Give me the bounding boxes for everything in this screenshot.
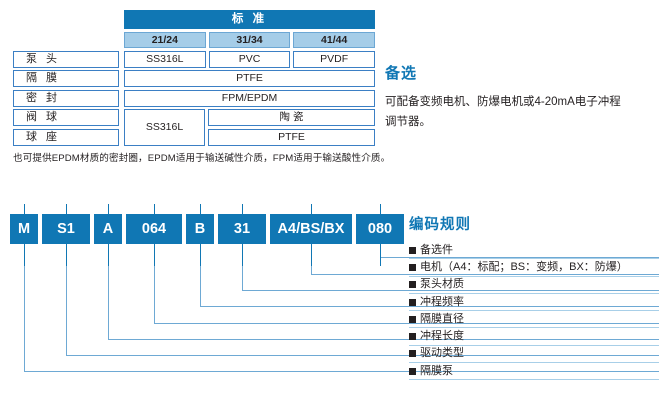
code-box-2: A — [94, 214, 122, 244]
square-bullet-icon — [409, 246, 416, 254]
spec-cell-2-0: FPM/EPDM — [124, 89, 375, 107]
spec-row-label-2: 密 封 — [13, 89, 119, 107]
spec-cell-0-0: SS316L — [124, 50, 206, 68]
coding-rule-item-7: 隔膜泵 — [409, 363, 659, 381]
spec-table-note: 也可提供EPDM材质的密封圈，EPDM适用于输送碱性介质，FPM适用于输送酸性介… — [13, 153, 391, 164]
coding-rule-label: 隔膜直径 — [420, 312, 464, 325]
coding-rule-label: 驱动类型 — [420, 347, 464, 360]
specification-table: 标 准 21/24 31/34 41/44 泵 头 SS316L PVC PVD… — [13, 10, 376, 148]
code-box-7: 080 — [356, 214, 404, 244]
code-box-3: 064 — [126, 214, 182, 244]
coding-rules-list: 备选件电机（A4：标配；BS：变频，BX：防爆） 泵头材质冲程频率隔膜直径冲程长度… — [409, 242, 659, 381]
spec-row-label-1: 隔 膜 — [13, 70, 119, 87]
table-row-merged: 阀 球 球 座 SS316L 陶 瓷 PTFE — [13, 109, 375, 148]
coding-rule-label: 备选件 — [420, 243, 453, 256]
spec-cell-merged-ss316l: SS316L — [124, 109, 205, 146]
coding-rule-label: 泵头材质 — [420, 278, 464, 291]
options-block: 备选 可配备变频电机、防爆电机或4-20mA电子冲程调节器。 — [385, 62, 650, 132]
coding-rule-item-0: 备选件 — [409, 242, 659, 260]
spec-table-header-standard: 标 准 — [124, 10, 375, 29]
spec-table-column-headers: 21/24 31/34 41/44 — [124, 31, 376, 48]
spec-column-header-0: 21/24 — [124, 31, 206, 48]
spec-cell-3-1: 陶 瓷 — [208, 109, 375, 126]
spec-cell-0-1: PVC — [208, 50, 291, 68]
spec-column-header-2: 41/44 — [293, 31, 376, 48]
coding-rule-label: 冲程长度 — [420, 330, 464, 343]
square-bullet-icon — [409, 315, 416, 323]
square-bullet-icon — [409, 333, 416, 341]
code-box-0: M — [10, 214, 38, 244]
code-box-6: A4/BS/BX — [270, 214, 352, 244]
coding-rule-item-2: 泵头材质 — [409, 277, 659, 294]
square-bullet-icon — [409, 298, 416, 306]
spec-cell-1-0: PTFE — [124, 70, 375, 87]
square-bullet-icon — [409, 367, 416, 375]
spec-cell-4-0: PTFE — [208, 128, 375, 146]
coding-rules-block: 编码规则 备选件电机（A4：标配；BS：变频，BX：防爆） 泵头材质冲程频率隔膜直… — [409, 213, 659, 381]
spec-row-label-4: 球 座 — [13, 128, 119, 146]
code-box-5: 31 — [218, 214, 266, 244]
code-box-1: S1 — [42, 214, 90, 244]
coding-rule-label: 冲程频率 — [420, 295, 464, 308]
square-bullet-icon — [409, 281, 416, 289]
options-title: 备选 — [385, 65, 418, 82]
code-box-4: B — [186, 214, 214, 244]
table-row: 密 封 FPM/EPDM — [13, 89, 375, 110]
coding-rule-label: 隔膜泵 — [420, 364, 453, 377]
coding-rule-item-5: 冲程长度 — [409, 328, 659, 346]
coding-rule-item-1: 电机（A4：标配；BS：变频，BX：防爆） — [409, 259, 659, 277]
table-row: 泵 头 SS316L PVC PVDF — [13, 50, 376, 71]
table-row: 隔 膜 PTFE — [13, 70, 375, 90]
spec-row-label-0: 泵 头 — [13, 50, 119, 68]
coding-rule-item-3: 冲程频率 — [409, 294, 659, 312]
square-bullet-icon — [409, 263, 416, 271]
coding-rule-item-6: 驱动类型 — [409, 346, 659, 364]
spec-column-header-1: 31/34 — [208, 31, 291, 48]
coding-rule-item-4: 隔膜直径 — [409, 311, 659, 329]
options-body: 可配备变频电机、防爆电机或4-20mA电子冲程调节器。 — [385, 96, 621, 128]
spec-cell-0-2: PVDF — [293, 50, 376, 68]
coding-rules-title: 编码规则 — [409, 217, 471, 233]
square-bullet-icon — [409, 350, 416, 358]
coding-rule-label: 电机（A4：标配；BS：变频，BX：防爆） — [420, 260, 628, 273]
spec-row-label-3: 阀 球 — [13, 109, 119, 126]
